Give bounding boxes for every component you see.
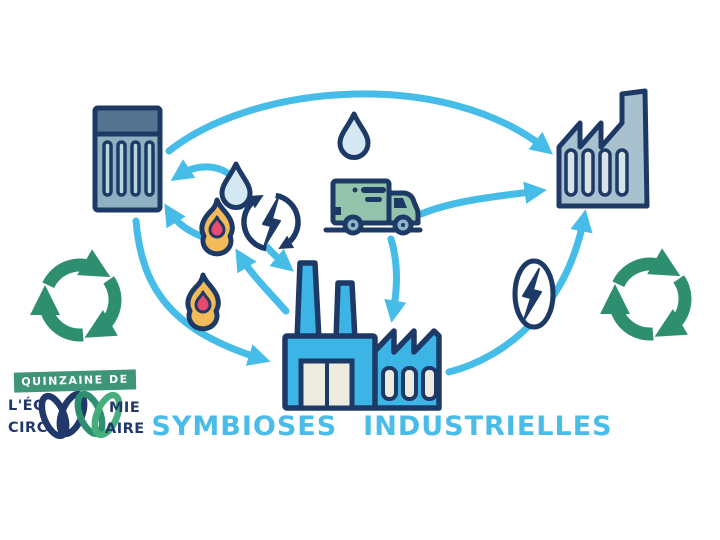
circular-economy-loops-icon [38,390,123,440]
flame-icon-upper [202,200,232,254]
water-drop-icon-top [340,114,368,158]
flame-icon-lower [188,275,218,329]
quinzaine-economie-circulaire-logo: QUINZAINE DE L'ÉC MIE CIRC AIRE [8,367,153,452]
recycle-arrows-icon-right [611,264,696,344]
arrow-truck-to-gray-factory [417,181,547,218]
waste-facility-icon [92,105,163,213]
arrow-drop-to-waste-building [170,159,238,182]
logo-text-circ: CIRC [8,420,48,436]
energy-recycle-icon [241,192,301,252]
arrow-truck-to-blue-factory [384,235,407,323]
logo-text-lec: L'ÉC [8,398,45,414]
arrow-waste-to-gray-factory [165,90,553,155]
caption-word-symbioses: SYMBIOSES [151,411,338,442]
logo-text-mie: MIE [109,400,141,416]
diagram-caption: SYMBIOSES INDUSTRIELLES [22,411,720,442]
truck-icon [323,178,423,236]
caption-word-industrielles: INDUSTRIELLES [363,411,613,442]
arrow-waste-to-blue-factory [132,217,271,366]
arrow-blue-factory-to-resources [235,248,290,315]
gray-factory-icon [556,88,650,209]
recycle-arrows-icon-left [41,265,126,345]
blue-factory-icon [282,260,442,411]
lightning-oval-icon [512,258,556,330]
logo-text-aire: AIRE [105,421,145,437]
arrow-energy-to-blue-factory [263,243,294,272]
